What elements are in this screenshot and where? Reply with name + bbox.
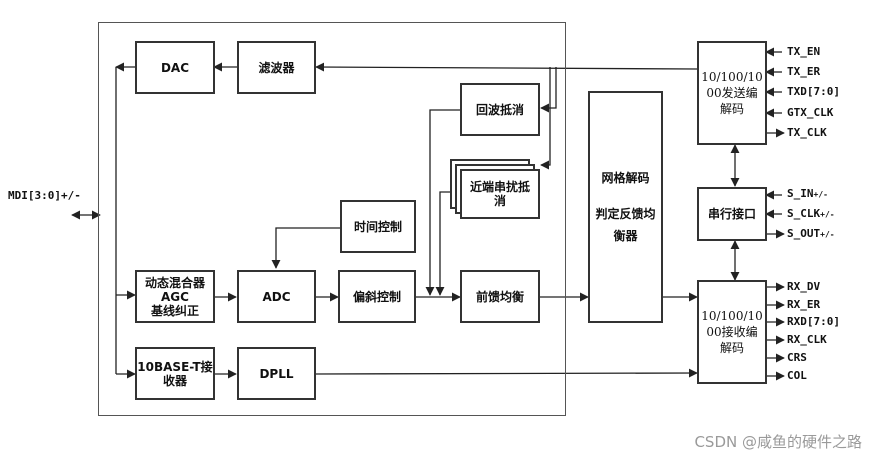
dac-block: DAC: [135, 41, 215, 94]
s-in-label: S_IN+/-: [787, 187, 828, 200]
skew-control-block: 偏斜控制: [338, 270, 416, 323]
echo-canceller-block: 回波抵消: [460, 83, 540, 136]
gtx-clk-label: GTX_CLK: [787, 106, 834, 119]
rx-dv-label: RX_DV: [787, 280, 821, 293]
rxd-label: RXD[7:0]: [787, 315, 840, 328]
rx-encoder-label-2: 00接收编: [706, 325, 758, 339]
ffe-label: 前馈均衡: [475, 289, 524, 304]
s-out-suffix: +/-: [820, 230, 835, 239]
rx-encoder-label-1: 10/100/10: [701, 309, 763, 323]
adc-block: ADC: [237, 270, 316, 323]
timing-control-block: 时间控制: [340, 200, 416, 253]
crs-label: CRS: [787, 351, 807, 364]
tx-en-label: TX_EN: [787, 45, 821, 58]
trellis-label-3: 衡器: [613, 229, 638, 243]
rx-encoder-block: 10/100/10 00接收编 解码: [697, 280, 767, 384]
adc-label: ADC: [262, 289, 291, 304]
tenbase-label-2: 收器: [162, 373, 187, 388]
timing-control-label: 时间控制: [353, 219, 402, 234]
next-canceller-block: 近端串扰抵 消: [460, 169, 540, 219]
hybrid-agc-block: 动态混合器 AGC 基线纠正: [135, 270, 215, 323]
trellis-label-2: 判定反馈均: [595, 207, 656, 221]
s-clk-text: S_CLK: [787, 207, 821, 220]
watermark: CSDN @咸鱼的硬件之路: [694, 433, 862, 451]
tx-er-label: TX_ER: [787, 65, 821, 78]
hybrid-label-2: AGC: [161, 289, 189, 304]
s-clk-label: S_CLK+/-: [787, 207, 835, 220]
trellis-label-1: 网格解码: [601, 171, 650, 185]
tenbase-t-receiver-block: 10BASE-T接 收器: [135, 347, 215, 400]
tx-encoder-label-1: 10/100/10: [701, 70, 763, 84]
ffe-block: 前馈均衡: [460, 270, 540, 323]
s-clk-suffix: +/-: [820, 210, 835, 219]
echo-canceller-label: 回波抵消: [475, 102, 524, 117]
tx-encoder-block: 10/100/10 00发送编 解码: [697, 41, 767, 145]
tenbase-label-1: 10BASE-T接: [137, 359, 213, 374]
mdi-label: MDI[3:0]+/-: [8, 189, 81, 202]
serial-interface-label: 串行接口: [707, 207, 756, 221]
s-in-text: S_IN: [787, 187, 814, 200]
next-canceller-label-2: 消: [493, 194, 506, 208]
trellis-decoder-block: 网格解码 判定反馈均 衡器: [588, 91, 663, 323]
col-label: COL: [787, 369, 807, 382]
tx-clk-label: TX_CLK: [787, 126, 827, 139]
filter-block: 滤波器: [237, 41, 316, 94]
dpll-label: DPLL: [259, 366, 294, 381]
hybrid-label-3: 基线纠正: [150, 303, 199, 318]
phy-core-frame: [98, 22, 566, 416]
s-in-suffix: +/-: [813, 190, 828, 199]
filter-label: 滤波器: [258, 60, 295, 75]
txd-label: TXD[7:0]: [787, 85, 840, 98]
rx-er-label: RX_ER: [787, 298, 821, 311]
hybrid-label-1: 动态混合器: [144, 275, 205, 290]
tx-encoder-label-2: 00发送编: [706, 86, 758, 100]
rx-clk-label: RX_CLK: [787, 333, 827, 346]
s-out-text: S_OUT: [787, 227, 821, 240]
next-canceller-label-1: 近端串扰抵: [469, 180, 530, 194]
dac-label: DAC: [160, 60, 190, 75]
s-out-label: S_OUT+/-: [787, 227, 835, 240]
rx-encoder-label-3: 解码: [719, 341, 744, 355]
serial-interface-block: 串行接口: [697, 187, 767, 241]
tx-encoder-label-3: 解码: [719, 102, 744, 116]
dpll-block: DPLL: [237, 347, 316, 400]
skew-control-label: 偏斜控制: [352, 289, 401, 304]
